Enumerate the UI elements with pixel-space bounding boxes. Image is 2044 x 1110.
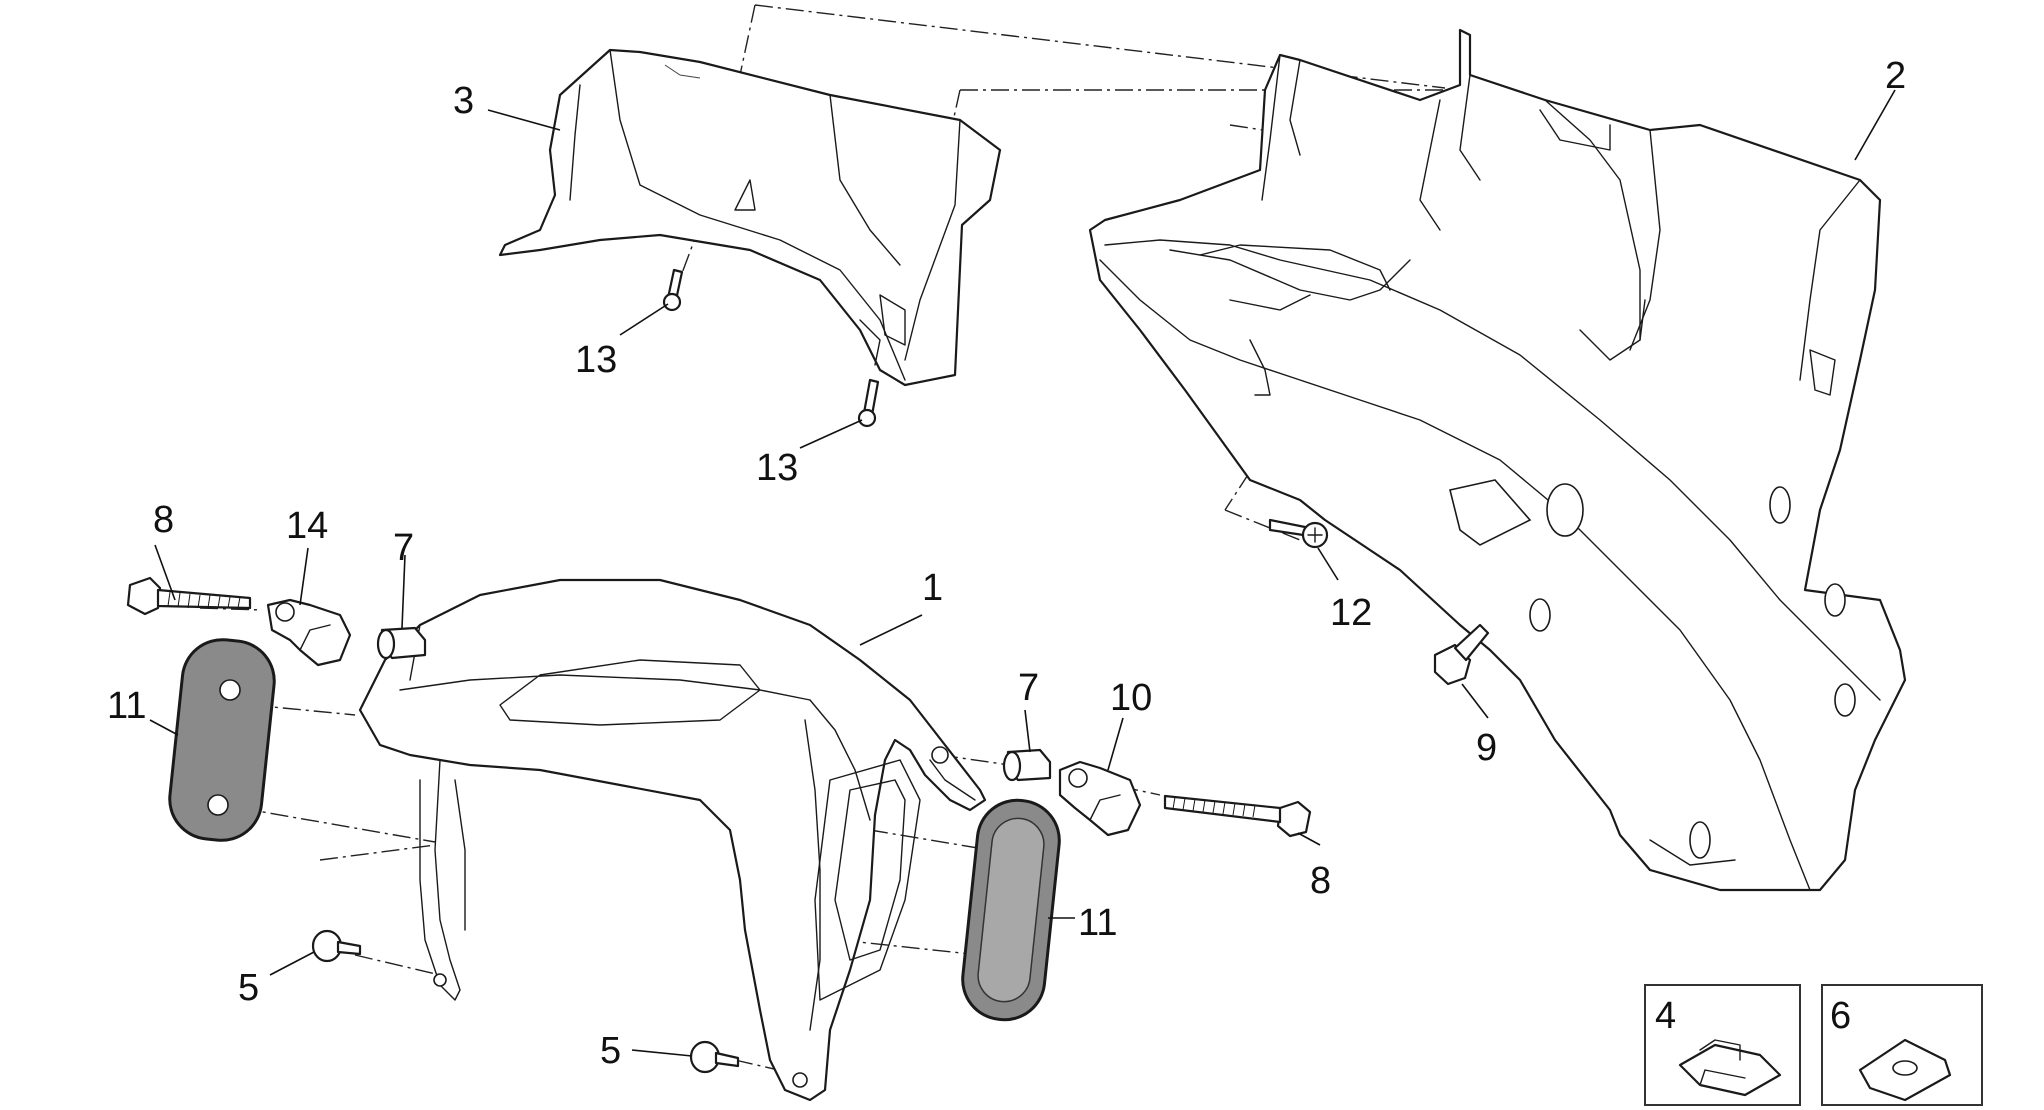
callout-14: 14 xyxy=(286,505,328,547)
part-14-bracket xyxy=(266,598,352,667)
callout-4: 4 xyxy=(1655,995,1676,1037)
callout-8-left: 8 xyxy=(153,499,174,541)
callout-13-lower: 13 xyxy=(756,447,798,489)
part-7-spacer-left xyxy=(376,626,427,660)
part-13-screw-lower xyxy=(857,378,880,428)
callout-5-right: 5 xyxy=(600,1030,621,1072)
part-5-screw-left xyxy=(311,929,362,963)
callout-2: 2 xyxy=(1885,55,1906,97)
callout-3: 3 xyxy=(453,80,474,122)
inset-box-part-4 xyxy=(1644,984,1801,1106)
callout-12: 12 xyxy=(1330,592,1372,634)
callout-11-right: 11 xyxy=(1078,902,1117,944)
part-8-bolt-left xyxy=(126,576,252,616)
part-12-screw xyxy=(1268,518,1329,549)
callout-7-right: 7 xyxy=(1018,667,1039,709)
part-11-reflector-left xyxy=(168,638,276,842)
leader-lines xyxy=(149,89,1896,1057)
part-10-bracket xyxy=(1058,760,1142,837)
part-3-inner-cover xyxy=(498,48,1002,387)
callout-labels: 3 2 13 13 8 14 7 1 12 11 7 10 9 8 11 5 5… xyxy=(107,55,1906,1072)
callout-11-left: 11 xyxy=(107,685,146,727)
callout-7-left: 7 xyxy=(393,527,414,569)
part-13-screw-upper xyxy=(662,268,684,312)
inset-box-part-6 xyxy=(1821,984,1983,1106)
callout-6: 6 xyxy=(1830,995,1851,1037)
part-11-reflector-right xyxy=(961,798,1061,1022)
part-7-spacer-right xyxy=(1002,748,1052,782)
part-5-screw-right xyxy=(689,1040,740,1074)
callout-1: 1 xyxy=(922,567,943,609)
part-1-front-mudguard xyxy=(358,578,987,1102)
callout-10: 10 xyxy=(1110,677,1152,719)
callout-5-left: 5 xyxy=(238,967,259,1009)
callout-8-right: 8 xyxy=(1310,860,1331,902)
part-9-screw xyxy=(1433,623,1490,686)
part-2-inner-fairing xyxy=(1088,28,1907,892)
callout-9: 9 xyxy=(1476,727,1497,769)
callout-13-upper: 13 xyxy=(575,339,617,381)
part-8-bolt-right xyxy=(1163,794,1312,838)
